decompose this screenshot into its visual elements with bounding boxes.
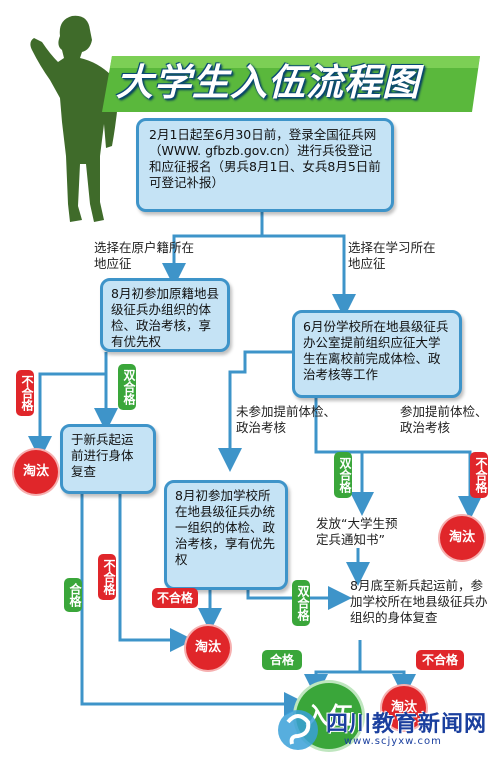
eliminated-badge-early: 淘汰 <box>440 516 484 560</box>
branch-school-label: 选择在学习所在地应征 <box>348 240 436 271</box>
branch-home-label: 选择在原户籍所在地应征 <box>94 240 195 271</box>
watermark-name: 四川教育新闻网 <box>326 712 488 737</box>
eliminated-badge-august: 淘汰 <box>186 626 230 670</box>
pass-tag-final: 合格 <box>262 650 302 670</box>
eliminated-badge-home: 淘汰 <box>14 450 58 494</box>
fail-tag-home: 不合格 <box>16 370 34 416</box>
home-exam-step: 8月初参加原籍地县级征兵办组织的体检、政治考核，享有优先权 <box>100 278 230 352</box>
notice-step: 发放“大学生预定兵通知书” <box>316 516 398 547</box>
fail-tag-final: 不合格 <box>416 650 464 670</box>
early-exam-label: 参加提前体检、政治考核 <box>400 404 488 435</box>
eliminated-badge-final: 淘汰 <box>382 686 426 730</box>
school-exam-step: 6月份学校所在地县级征兵办公室提前组织应征大学生在离校前完成体检、政治考核等工作 <box>292 310 462 398</box>
home-recheck-step: 于新兵起运前进行身体复查 <box>60 424 156 494</box>
school-august-step: 8月初参加学校所在地县级征兵办统一组织的体检、政治考核，享有优先权 <box>164 480 288 590</box>
final-recheck-step: 8月底至新兵起运前，参加学校所在地县级征兵办组织的身体复查 <box>350 578 488 625</box>
watermark-logo-icon <box>278 710 318 750</box>
pass-both-tag-august: 双合格 <box>292 580 310 626</box>
fail-tag-recheck: 不合格 <box>98 554 116 600</box>
title-banner <box>102 56 480 112</box>
page-title: 大学生入伍流程图 <box>116 61 420 104</box>
pass-both-tag-early: 双合格 <box>334 452 352 498</box>
fail-tag-august: 不合格 <box>152 588 198 608</box>
register-step: 2月1日起至6月30日前，登录全国征兵网（WWW. gfbzb.gov.cn）进… <box>136 118 394 212</box>
pass-tag-recheck: 合格 <box>64 578 82 612</box>
watermark-url: www.scjyxw.com <box>344 736 442 747</box>
fail-tag-early: 不合格 <box>470 452 488 498</box>
soldier-silhouette-icon <box>30 15 118 223</box>
pass-both-tag-home: 双合格 <box>118 364 136 410</box>
not-early-label: 未参加提前体检、政治考核 <box>236 404 337 435</box>
